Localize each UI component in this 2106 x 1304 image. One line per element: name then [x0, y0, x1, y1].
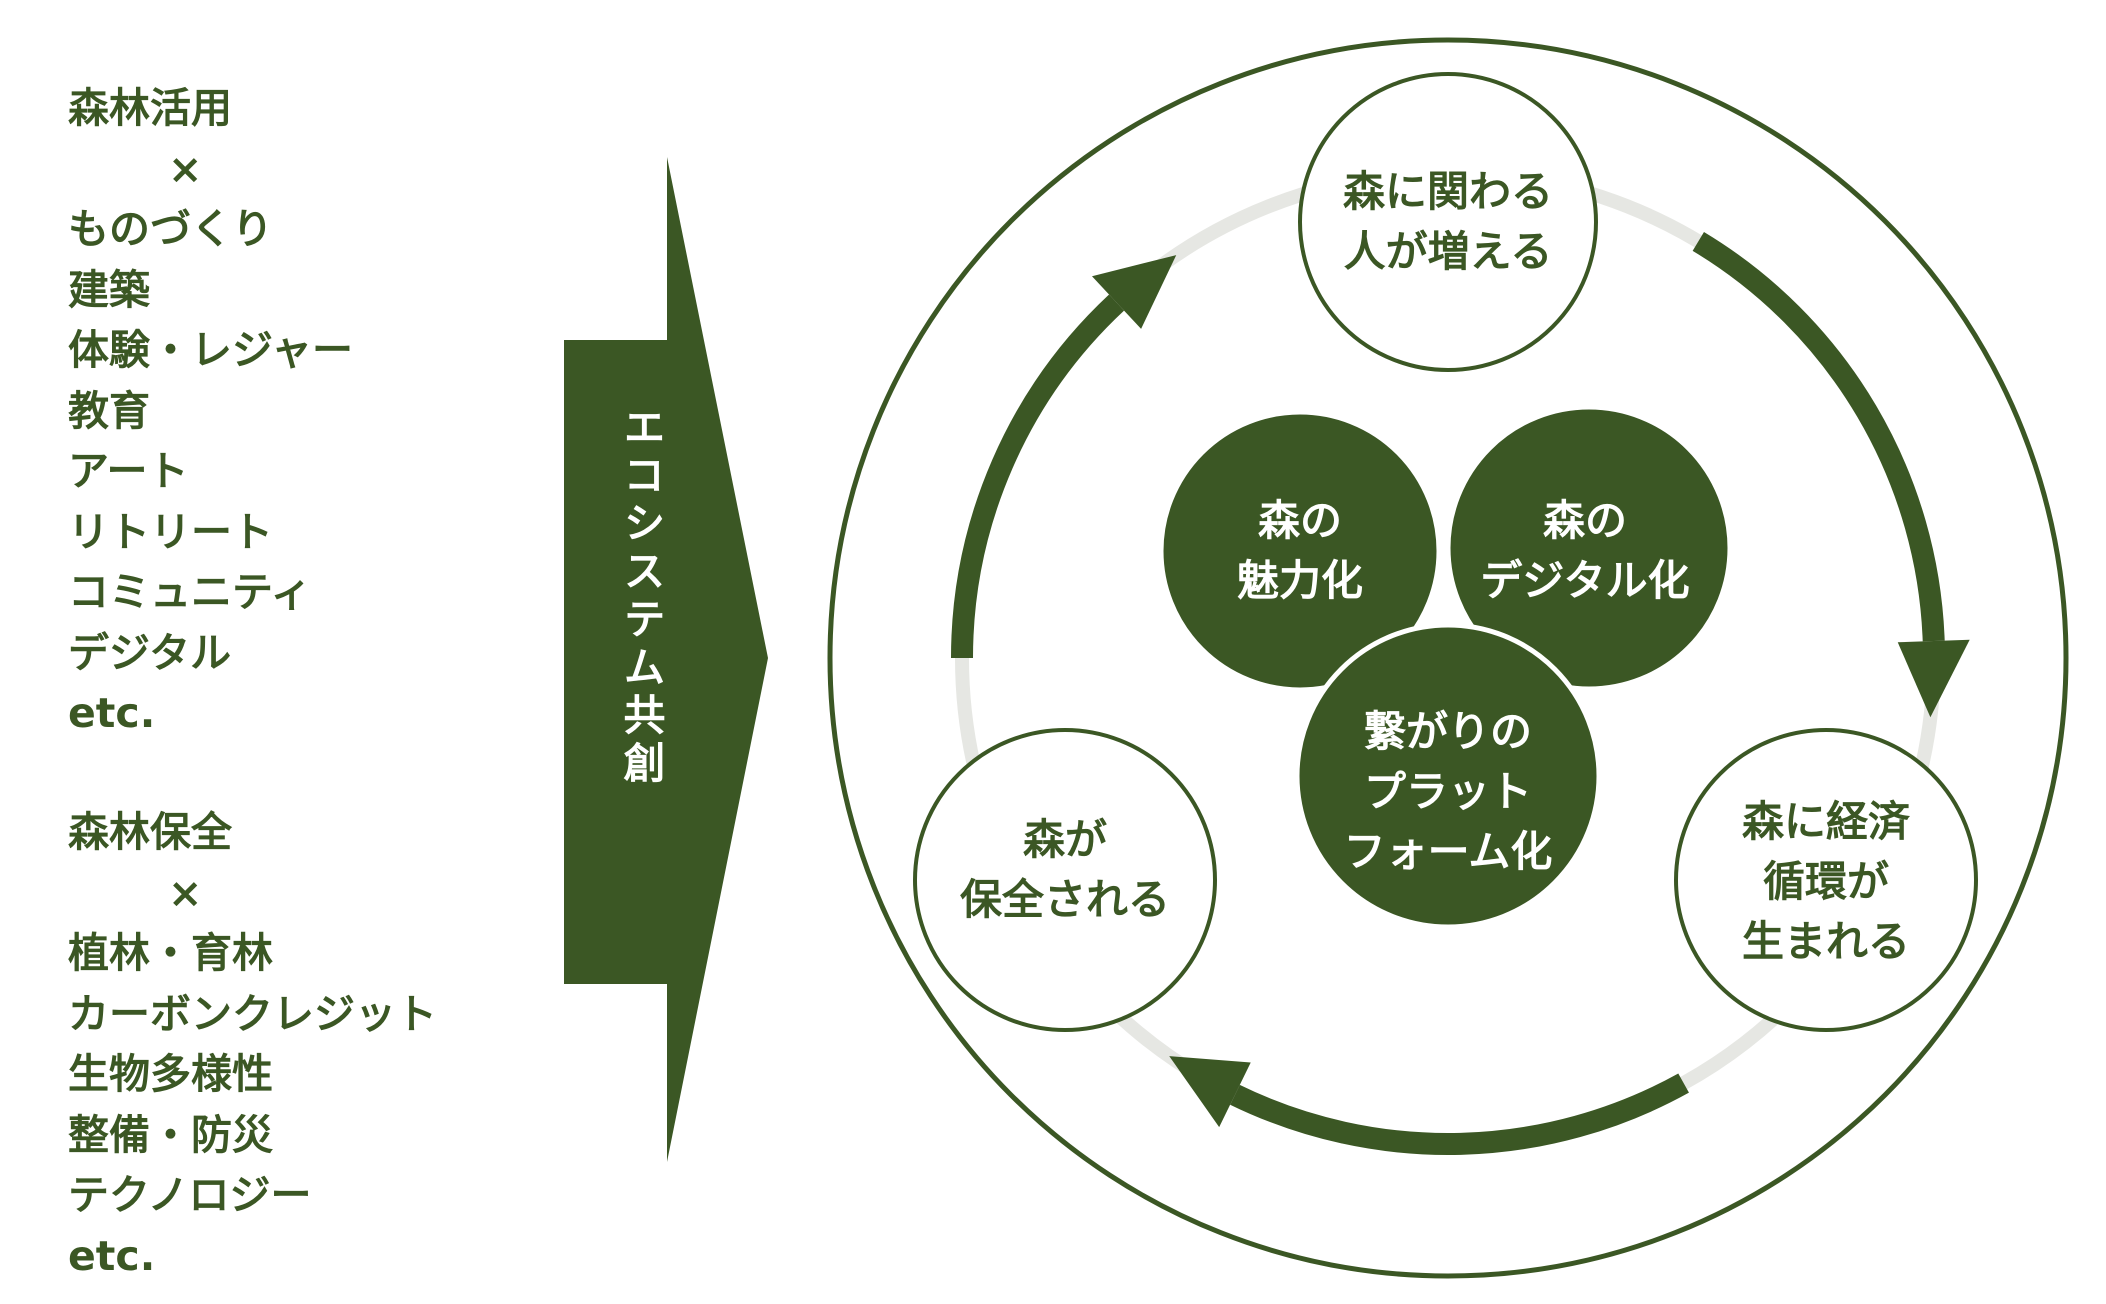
core-circle-platform: [1294, 622, 1602, 930]
core-label-digital: 森の デジタル化: [1480, 491, 1689, 611]
cycle-arrowhead-icon: [1897, 639, 1970, 718]
circle-right: [1674, 728, 1978, 1032]
list-title: 森林活用: [68, 84, 232, 132]
label-line: 生まれる: [1741, 917, 1911, 966]
ecosystem-arrow-label: エコシステム共創: [617, 405, 666, 789]
cross-symbol: ×: [168, 144, 203, 193]
label-line: 魅力化: [1236, 556, 1364, 605]
label-line: プラット: [1363, 767, 1532, 816]
list-item: デジタル: [68, 628, 232, 677]
label-line: 保全される: [959, 875, 1171, 924]
list-item: etc.: [68, 1231, 156, 1280]
list-item: etc.: [68, 689, 156, 737]
label-line: 人が増える: [1343, 227, 1553, 276]
label-line: 森が: [1022, 815, 1108, 864]
list-item: コミュニティ: [68, 568, 312, 616]
cycle-arrow-shaft: [1230, 1073, 1689, 1155]
circle-left: [913, 728, 1217, 1032]
forest-conservation-list: 森林保全 × 植林・育林 カーボンクレジット 生物多様性 整備・防災 テクノロジ…: [68, 802, 437, 1286]
cycle-arrow-shaft: [1692, 231, 1945, 642]
label-line: デジタル化: [1480, 556, 1690, 605]
cycle-arrow-shaft: [951, 294, 1125, 659]
label-line: 森の: [1542, 496, 1628, 545]
list-item: テクノロジー: [68, 1171, 312, 1219]
list-item: 植林・育林: [68, 929, 273, 977]
list-item: 体験・レジャー: [68, 326, 353, 374]
list-item: アート: [68, 447, 189, 495]
outer-circle: [827, 37, 2069, 1279]
circle-top: [1298, 72, 1598, 372]
cycle-label-right: 森に経済 循環が 生まれる: [1742, 792, 1910, 972]
list-item: カーボンクレジット: [68, 989, 437, 1038]
label-line: 森に経済: [1741, 797, 1911, 846]
ecosystem-arrow-shape: [564, 157, 768, 1162]
label-line: フォーム化: [1343, 827, 1553, 876]
list-item: 教育: [68, 386, 150, 435]
cycle-arrowhead-icon: [1091, 255, 1177, 329]
list-item: 建築: [68, 265, 150, 314]
cycle-arrowhead-icon: [1169, 1056, 1251, 1128]
cycle-label-top: 森に関わる 人が増える: [1343, 162, 1553, 282]
cross-symbol: ×: [168, 868, 203, 917]
core-circle-charm: [1158, 409, 1442, 693]
forest-utilization-list: 森林活用 × ものづくり 建築 体験・レジャー 教育 アート リトリート コミュ…: [68, 78, 353, 744]
cycle-label-left: 森が 保全される: [960, 810, 1170, 930]
core-circle-digital: [1445, 404, 1733, 692]
label-line: 森の: [1257, 496, 1343, 545]
list-item: ものづくり: [68, 205, 273, 253]
label-line: 循環が: [1762, 857, 1890, 906]
core-label-platform: 繋がりの プラット フォーム化: [1344, 702, 1553, 882]
list-item: 整備・防災: [68, 1110, 273, 1159]
list-title: 森林保全: [68, 808, 232, 856]
core-label-charm: 森の 魅力化: [1237, 491, 1363, 611]
label-line: 森に関わる: [1342, 167, 1554, 216]
list-item: 生物多様性: [68, 1050, 273, 1098]
label-line: 繋がりの: [1363, 707, 1532, 756]
list-item: リトリート: [68, 507, 273, 556]
